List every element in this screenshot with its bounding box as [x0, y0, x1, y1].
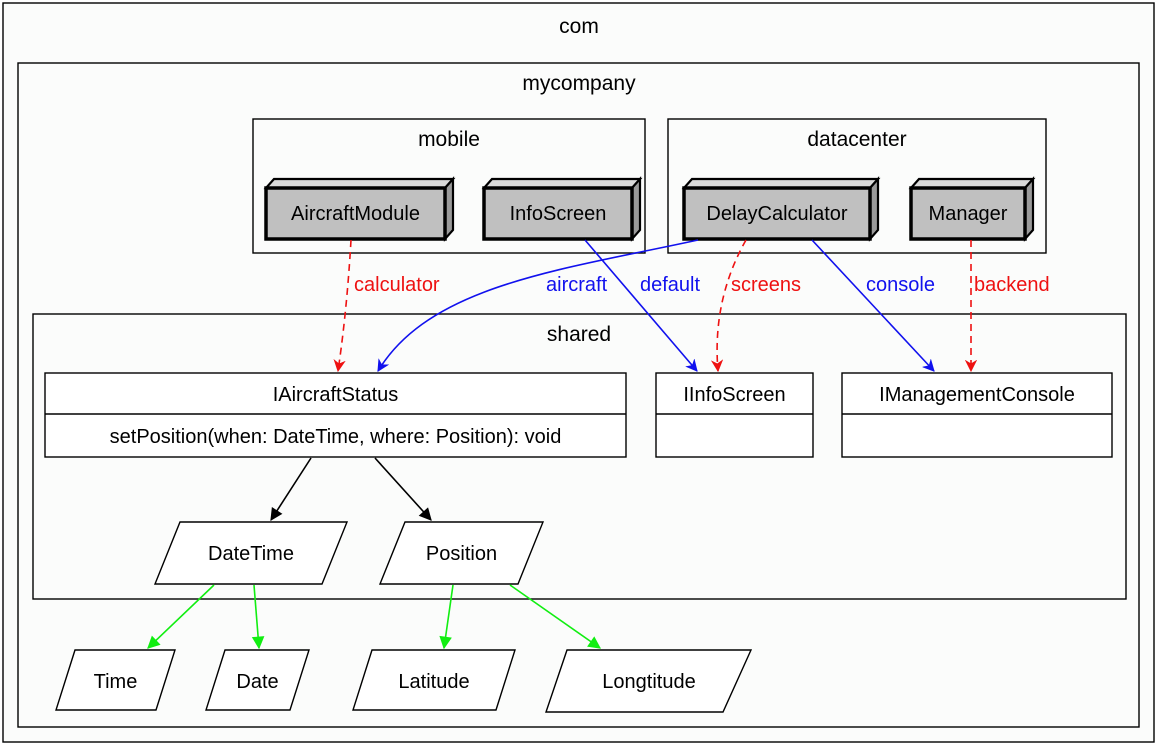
edge-label-aircraft: aircraft	[546, 274, 608, 296]
package-shared-label: shared	[547, 323, 611, 346]
iaircraft-status-operation: setPosition(when: DateTime, where: Posit…	[110, 426, 562, 448]
component-delay-calculator[interactable]: DelayCalculator	[681, 176, 881, 242]
interface-iinfo-screen[interactable]: IInfoScreen	[655, 372, 814, 458]
edge-status-datetime[interactable]	[270, 457, 312, 520]
type-date-label: Date	[236, 671, 278, 693]
iinfo-screen-title: IInfoScreen	[683, 384, 785, 406]
edge-label-console: console	[866, 274, 935, 296]
edge-aircraft[interactable]: aircraft	[377, 239, 699, 371]
edge-screens[interactable]: screens	[717, 239, 801, 371]
edge-datetime-date[interactable]	[254, 584, 259, 648]
edge-backend[interactable]: backend	[971, 240, 1050, 371]
edge-datetime-time[interactable]	[148, 584, 215, 648]
component-info-screen-label: InfoScreen	[510, 203, 607, 225]
type-time-label: Time	[94, 671, 138, 693]
type-latitude[interactable]: Latitude	[352, 649, 516, 711]
type-latitude-label: Latitude	[398, 671, 469, 693]
edge-calculator[interactable]: calculator	[338, 239, 440, 371]
component-aircraft-module-label: AircraftModule	[291, 203, 420, 225]
type-date[interactable]: Date	[205, 649, 310, 711]
type-longtitude-label: Longtitude	[602, 671, 695, 693]
edge-label-screens: screens	[731, 274, 801, 296]
edge-status-position[interactable]	[374, 457, 431, 520]
component-info-screen[interactable]: InfoScreen	[481, 176, 643, 242]
edge-console[interactable]: console	[811, 239, 935, 371]
edge-label-default: default	[640, 274, 700, 296]
package-datacenter-label: datacenter	[807, 128, 906, 151]
edge-position-longtitude[interactable]	[509, 584, 600, 648]
package-com-label: com	[559, 15, 599, 38]
interface-imanagement-console[interactable]: IManagementConsole	[841, 372, 1113, 458]
edge-position-latitude[interactable]	[444, 584, 454, 648]
type-datetime-label: DateTime	[208, 543, 294, 565]
component-aircraft-module[interactable]: AircraftModule	[263, 176, 456, 242]
edge-default[interactable]: default	[584, 239, 700, 371]
component-manager[interactable]: Manager	[908, 176, 1036, 242]
component-manager-label: Manager	[929, 203, 1008, 225]
type-time[interactable]: Time	[55, 649, 176, 711]
type-position-label: Position	[426, 543, 497, 565]
edge-label-backend: backend	[974, 274, 1050, 296]
component-delay-calculator-label: DelayCalculator	[706, 203, 848, 225]
type-position[interactable]: Position	[378, 521, 545, 585]
type-datetime[interactable]: DateTime	[153, 521, 349, 585]
type-longtitude[interactable]: Longtitude	[545, 649, 753, 713]
interface-iaircraft-status[interactable]: IAircraftStatus setPosition(when: DateTi…	[44, 372, 627, 458]
package-mycompany-label: mycompany	[522, 72, 636, 95]
iaircraft-status-title: IAircraftStatus	[273, 384, 399, 406]
edge-label-calculator: calculator	[354, 274, 440, 296]
package-mobile-label: mobile	[418, 128, 480, 151]
imanagement-console-title: IManagementConsole	[879, 384, 1075, 406]
